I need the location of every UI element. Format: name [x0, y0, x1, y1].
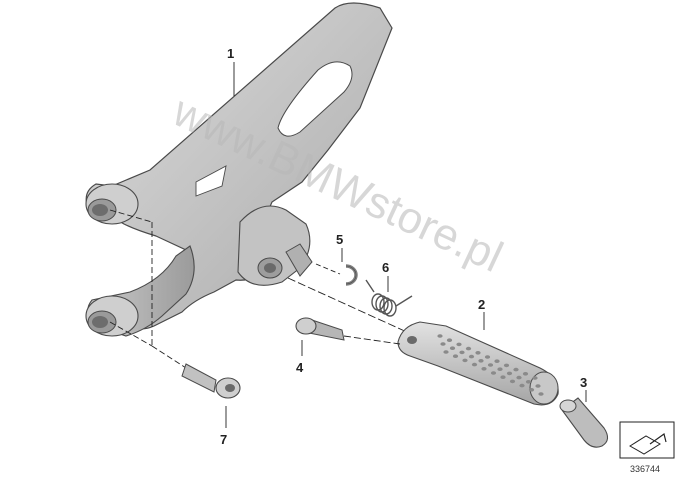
peg-grip-dot: [465, 346, 472, 351]
peg-grip-dot: [443, 350, 449, 354]
peg-grip-dot: [500, 375, 506, 380]
peg-grip-dot: [490, 371, 497, 375]
peg-grip-dot: [471, 362, 478, 367]
peg-grip-dot: [437, 334, 443, 338]
view-direction-icon: [619, 421, 675, 459]
peg-grip-dot: [519, 383, 525, 388]
document-number: 336744: [630, 464, 660, 474]
peg-grip-dot: [468, 354, 475, 359]
circlip-part: [345, 264, 358, 286]
alignment-lines: [109, 209, 421, 369]
peg-grip-dot: [535, 384, 541, 388]
peg-grip-dot: [532, 376, 538, 380]
peg-grip-dot: [475, 351, 481, 355]
peg-grip-dot: [456, 342, 462, 347]
peg-grip-dot: [449, 346, 456, 351]
peg-grip-dot: [513, 367, 519, 372]
callout-4: 4: [296, 360, 304, 375]
peg-grip-dot: [503, 363, 510, 368]
peg-grip-dot: [528, 388, 535, 392]
callout-6: 6: [382, 260, 389, 275]
leader-lines: [225, 62, 587, 428]
peg-grip-dot: [459, 350, 465, 355]
peg-grip-dot: [484, 355, 491, 359]
callout-3: 3: [580, 375, 587, 390]
bolt-part: [181, 363, 241, 399]
peg-grip-dot: [452, 354, 459, 359]
footrest-bracket-part: [85, 2, 393, 337]
peg-grip-dot: [525, 380, 532, 384]
pin-part: [559, 397, 609, 448]
callout-2: 2: [478, 297, 485, 312]
peg-grip-dot: [506, 371, 513, 376]
pivot-pin-part: [295, 317, 401, 345]
peg-grip-dot: [516, 375, 522, 380]
peg-grip-dot: [446, 338, 453, 343]
peg-grip-dot: [497, 367, 503, 372]
callout-5: 5: [336, 232, 343, 247]
callout-7: 7: [220, 432, 227, 447]
peg-grip-dot: [494, 359, 500, 364]
peg-grip-dot: [522, 372, 529, 376]
peg-grip-dot: [487, 363, 494, 367]
peg-grip-dot: [509, 379, 516, 384]
peg-grip-dot: [481, 367, 487, 371]
peg-grip-dot: [478, 359, 484, 363]
peg-grip-dot: [440, 342, 446, 346]
spring-part: [365, 279, 413, 317]
footrest-peg-part: [397, 321, 559, 406]
peg-grip-dot: [462, 358, 468, 363]
callout-labels: 1 2 3 4 5 6 7: [220, 46, 587, 447]
callout-1: 1: [227, 46, 234, 61]
peg-grip-pattern: [437, 334, 544, 396]
peg-grip-dot: [538, 392, 544, 396]
